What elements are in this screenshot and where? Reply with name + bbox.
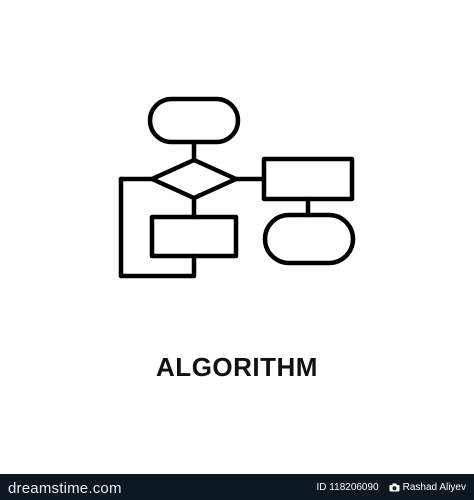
algorithm-flowchart-icon (118, 96, 356, 279)
decision-diamond-shape (149, 157, 239, 201)
camera-icon (389, 483, 400, 492)
dreamstime-logo: dreamstime.com (8, 480, 122, 497)
footer-bar: dreamstime.com ID 118206090 Rashad Aliye… (0, 474, 474, 500)
image-id: ID 118206090 (316, 482, 379, 493)
author-name: Rashad Aliyev (402, 482, 466, 493)
end-terminal-shape (262, 212, 356, 266)
start-terminal-shape (147, 96, 241, 145)
output-process-box-shape (261, 156, 355, 202)
process-box-shape (149, 214, 239, 259)
footer-meta: ID 118206090 Rashad Aliyev (317, 482, 466, 493)
caption-title: ALGORITHM (156, 352, 318, 382)
loop-line (118, 176, 197, 279)
author-credit: Rashad Aliyev (389, 482, 466, 493)
